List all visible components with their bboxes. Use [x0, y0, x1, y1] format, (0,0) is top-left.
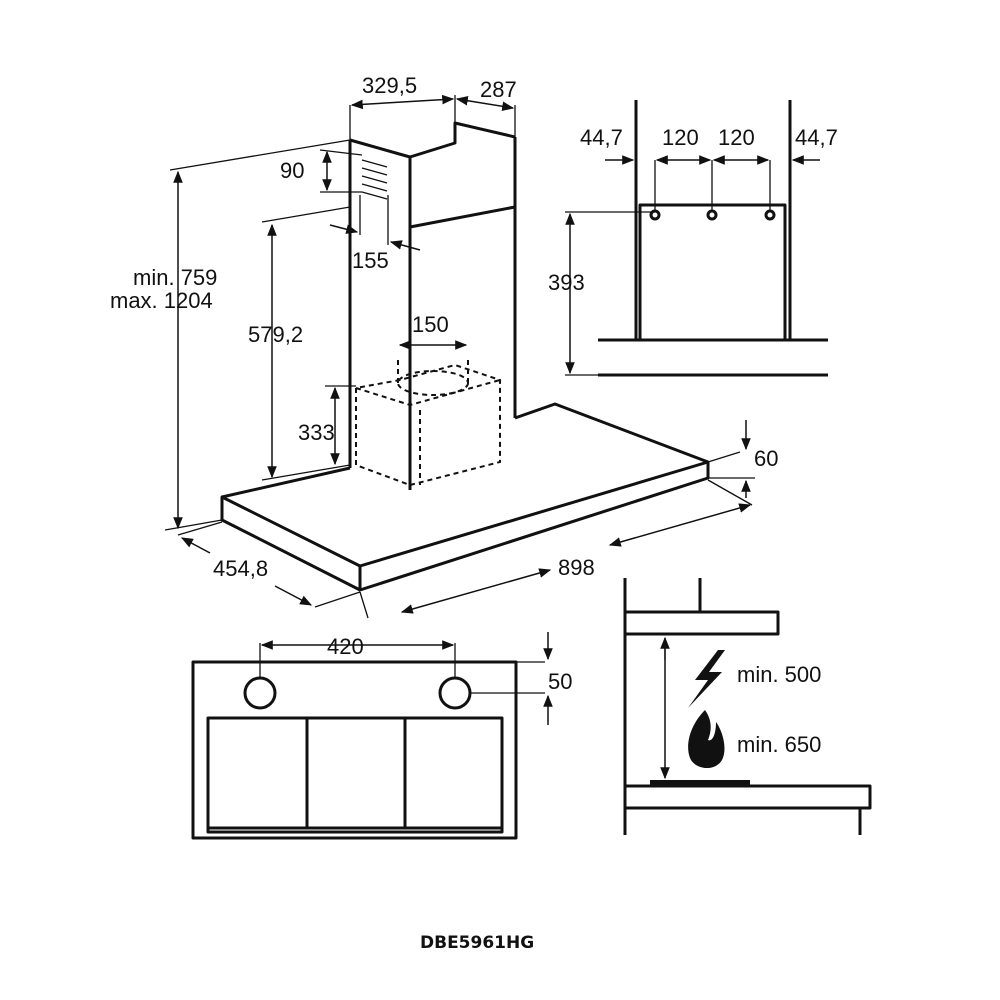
- dim-lamp-spacing: 420: [327, 634, 364, 659]
- dim-motor-height: 333: [298, 420, 335, 445]
- dim-height-max: max. 1204: [110, 288, 213, 313]
- dim-lower-chimney: 579,2: [248, 322, 303, 347]
- dim-lamp-offset: 50: [548, 669, 572, 694]
- flame-icon: [688, 710, 725, 769]
- dim-outlet-diameter: 150: [412, 312, 449, 337]
- dim-height-min: min. 759: [133, 265, 217, 290]
- dim-left-margin: 44,7: [580, 125, 623, 150]
- dim-canopy-depth: 454,8: [213, 556, 268, 581]
- bracket-view: 44,7 120 120 44,7 393: [548, 100, 838, 377]
- bottom-view: 420 50: [191, 632, 572, 840]
- dim-canopy-thickness: 60: [754, 446, 778, 471]
- dim-spacing-right: 120: [718, 125, 755, 150]
- dim-gas-min: min. 650: [737, 732, 821, 757]
- lightning-icon: [688, 650, 725, 708]
- hood-perspective: 329,5 287 90 155 min. 759 max. 1204 579,…: [110, 73, 778, 619]
- dim-spacing-left: 120: [662, 125, 699, 150]
- dim-chimney-width: 287: [480, 77, 517, 102]
- clearance-view: min. 500 min. 650: [623, 578, 872, 835]
- lamp-right: [438, 676, 472, 710]
- dim-canopy-width: 898: [558, 555, 595, 580]
- dim-electric-min: min. 500: [737, 662, 821, 687]
- dim-chimney-depth: 329,5: [362, 73, 417, 98]
- dim-bracket-height: 393: [548, 270, 585, 295]
- vent-grille: [361, 159, 388, 200]
- keyhole-icons: [649, 209, 776, 221]
- dim-vent-height: 90: [280, 158, 304, 183]
- model-name: DBE5961HG: [420, 933, 534, 953]
- lamp-left: [243, 676, 277, 710]
- dim-right-margin: 44,7: [795, 125, 838, 150]
- dim-vent-offset: 155: [352, 248, 389, 273]
